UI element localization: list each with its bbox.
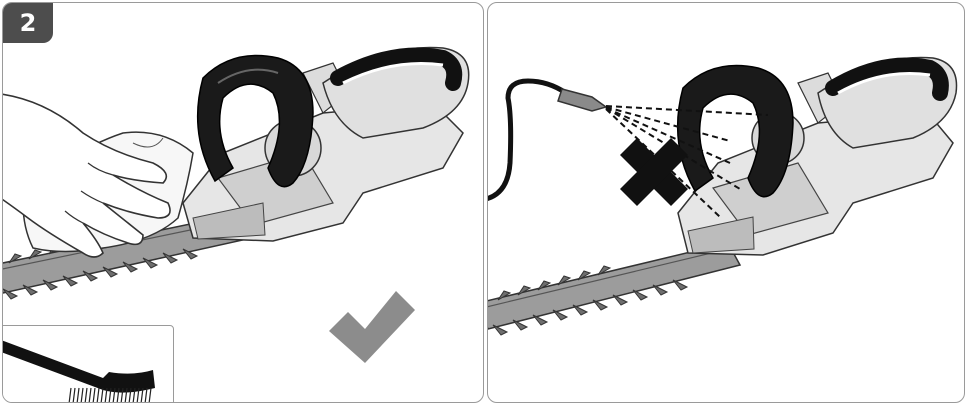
hose <box>488 81 606 199</box>
trimmer-blade <box>488 243 740 335</box>
brush-inset <box>2 325 174 403</box>
check-icon <box>329 291 415 363</box>
panel-wipe-with-cloth: 2 <box>2 2 484 403</box>
brush-icon <box>3 326 173 402</box>
panel-no-water-spray <box>487 2 965 403</box>
step-number-badge: 2 <box>3 3 53 43</box>
cross-icon <box>620 138 688 206</box>
hedge-trimmer-hose-illustration <box>488 3 965 403</box>
